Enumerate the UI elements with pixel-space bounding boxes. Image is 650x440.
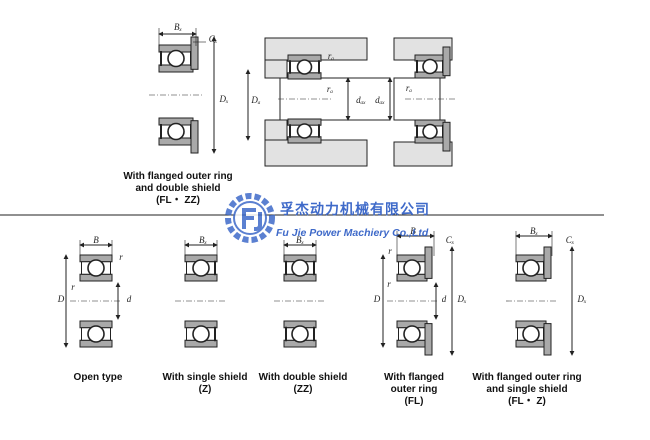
caption-line: outer ring [390,384,438,395]
ball [403,259,421,277]
label-d: D [57,294,65,304]
label-r: r [388,246,392,256]
ball [87,259,105,277]
housing-shoulder [264,119,288,141]
ball [192,325,210,343]
ball [291,325,309,343]
label-ra: rₐ [327,84,334,94]
label-r: r [71,282,75,292]
caption-line: and double shield [135,183,221,194]
label-c: Cₓ [566,235,575,245]
label-b: Bₓ [199,235,207,245]
flange [442,121,451,152]
label-b: B [93,235,99,245]
caption-single-shield: With single shield (Z) [125,372,285,396]
label-b: Bₓ [530,226,538,236]
bearing-section [184,320,218,348]
fj-gear-logo-icon [225,193,275,243]
flange [543,323,552,356]
bearing-section [287,118,322,144]
caption-line: With flanged [384,372,444,383]
ball [296,123,313,139]
housing-shoulder [264,59,288,79]
bearing-section [158,117,194,146]
ball [167,49,185,68]
ball [167,122,185,141]
bearing-section [283,320,317,348]
housing [264,139,368,167]
caption-line: (FL・ Z) [508,396,546,407]
caption-top-flanged-double-shield: With flanged outer ring and double shiel… [98,171,258,207]
label-b: Bₓ [174,22,182,32]
watermark-company-cn: 孚杰动力机械有限公司 [280,202,430,218]
watermark-company-en: Fu Jie Power Machiery Co.,Ltd [276,227,429,239]
label-da-shaft: dₐₓ [375,95,385,105]
label-c: Cₓ [446,235,455,245]
label-b: B [410,226,416,236]
flange [424,323,433,356]
bearing-section [79,320,113,348]
label-d: Dₓ [218,94,228,104]
flange [424,246,433,279]
ball [522,259,540,277]
label-ra: rₐ [406,83,413,93]
ball [192,259,210,277]
bearing-section [283,254,317,282]
label-c: Cₓ [209,34,218,44]
bearing-section [79,254,113,282]
caption-line: (Z) [198,384,212,395]
flange [543,246,552,279]
label-da-shaft: dₐₓ [356,95,366,105]
label-d-bore: d [442,294,447,304]
ball [403,325,421,343]
caption-line: (FL) [404,396,424,407]
caption-line: With double shield [258,372,348,383]
caption-line: (ZZ) [293,384,313,395]
label-b: Bₓ [296,235,304,245]
label-da: Dₐ [250,95,260,105]
caption-double-shield: With double shield (ZZ) [223,372,383,396]
label-ra: rₐ [328,51,335,61]
label-r: r [387,279,391,289]
bearing-section [515,254,547,282]
bearing-section [396,254,428,282]
caption-line: With flanged outer ring [472,372,582,383]
label-r: r [119,252,123,262]
housing [393,141,453,167]
bearing-section [515,320,547,348]
logo-letter-j [254,212,262,231]
bearing-section [396,320,428,348]
ball [87,325,105,343]
ball [296,59,313,75]
caption-open-type: Open type [18,372,178,384]
caption-line: Open type [73,372,123,383]
flange [442,46,451,77]
caption-flanged: With flanged outer ring (FL) [334,372,494,408]
logo-gear-teeth [225,193,275,243]
shaft [279,77,391,121]
bearing-section [184,254,218,282]
logo-letter-f [242,208,256,229]
ball [422,58,438,75]
label-d1: Dₓ [456,294,466,304]
flange [190,36,199,70]
label-d-bore: d [127,294,132,304]
bearing-section [287,54,322,80]
caption-line: With flanged outer ring [123,171,233,182]
caption-line: (FL・ ZZ) [156,195,200,206]
bearing-section [414,119,446,144]
flange [190,120,199,154]
caption-line: With single shield [162,372,248,383]
label-d1: Dₓ [576,294,586,304]
bearing-section [158,44,194,73]
caption-line: and single shield [486,384,568,395]
ball [291,259,309,277]
ball [522,325,540,343]
ball [422,123,438,140]
bearing-section [414,54,446,79]
label-d: D [373,294,381,304]
caption-flanged-single-shield: With flanged outer ring and single shiel… [447,372,607,408]
